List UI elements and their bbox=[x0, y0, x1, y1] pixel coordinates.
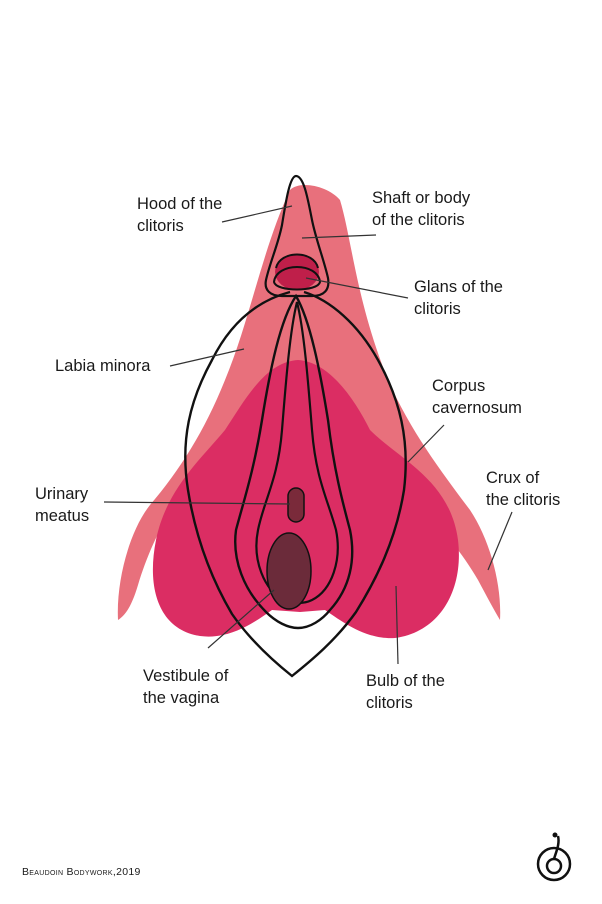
credit-text: Beaudoin Bodywork,2019 bbox=[22, 866, 141, 878]
urinary-meatus-shape bbox=[287, 487, 305, 523]
inner-lips-outline bbox=[234, 293, 354, 630]
glans-ring bbox=[272, 266, 322, 291]
bulb-leader bbox=[395, 585, 399, 665]
vestibule-leader bbox=[207, 589, 275, 649]
monogram-logo-icon bbox=[536, 832, 572, 882]
shaft-leader bbox=[301, 234, 377, 239]
glans-leader bbox=[305, 277, 409, 299]
corpus-leader bbox=[407, 424, 445, 463]
crux-leader bbox=[487, 511, 513, 571]
glans-outline bbox=[275, 253, 319, 269]
bulbs-shape bbox=[152, 360, 459, 639]
glans-shape bbox=[275, 254, 319, 290]
hood-leader bbox=[221, 205, 293, 223]
labia-minora-label: Labia minora bbox=[55, 357, 151, 375]
vaginal-opening-shape bbox=[266, 532, 312, 610]
labia-minora-outline bbox=[184, 290, 407, 678]
labia-leader bbox=[169, 348, 245, 367]
urinary-leader bbox=[103, 501, 291, 505]
